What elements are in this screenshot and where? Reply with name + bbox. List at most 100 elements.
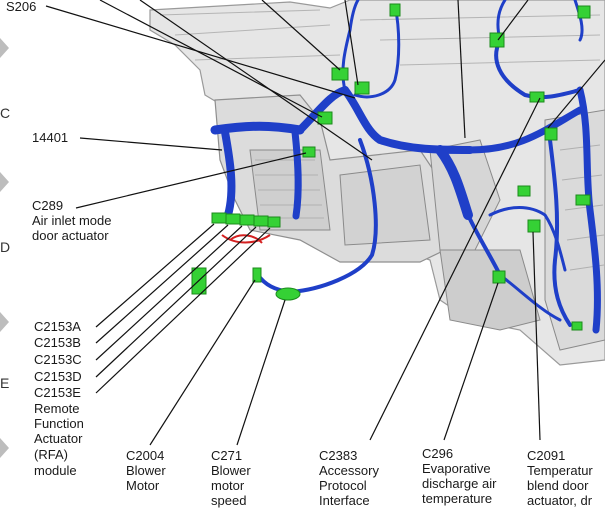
center-panel: [339, 164, 431, 246]
leader-top-2: [139, 0, 373, 161]
harness-blower-branch: [288, 138, 378, 294]
leader-c2153b: [95, 224, 229, 344]
connector-c2004: [252, 267, 262, 283]
leader-c2153a: [95, 223, 215, 328]
label-c2153a: C2153A: [34, 319, 81, 334]
blower-vents: [255, 159, 324, 219]
label-c271-line3: speed: [211, 493, 246, 508]
connector-top-mid: [389, 3, 401, 17]
label-c271-line1: Blower: [211, 463, 251, 478]
connector-upper-right: [544, 127, 558, 141]
edge-arrow-4: [0, 438, 9, 458]
label-rfa-line1: Remote: [34, 401, 80, 416]
left-edge-marks: C D E: [0, 38, 10, 458]
label-c2004-line1: Blower: [126, 463, 166, 478]
label-c2383-line2: Protocol: [319, 478, 367, 493]
leader-top-5: [457, 0, 466, 139]
harness-low-run: [498, 273, 562, 322]
label-c271-code: C271: [211, 448, 242, 463]
leader-lines: [45, 0, 605, 446]
label-c2004-code: C2004: [126, 448, 164, 463]
edge-arrow-1: [0, 38, 9, 58]
label-c289-line1: Air inlet mode: [32, 213, 111, 228]
label-rfa-line2: Function: [34, 416, 84, 431]
labels: S206 14401 C289 Air inlet mode door actu…: [6, 0, 593, 508]
connector-top-corner: [577, 5, 591, 19]
connectors: [191, 3, 591, 331]
leader-c2153d: [95, 226, 257, 378]
harness-corner-lead: [573, 0, 584, 42]
harness-center-drop: [435, 145, 473, 220]
harness-right-run: [466, 106, 584, 154]
edge-letter-c: C: [0, 105, 10, 121]
edge-letter-e: E: [0, 375, 9, 391]
edge-arrow-2: [0, 172, 9, 192]
label-c2091-code: C2091: [527, 448, 565, 463]
edge-letter-d: D: [0, 239, 10, 255]
label-c296-line2: discharge air: [422, 476, 497, 491]
connector-c2153c: [239, 214, 255, 226]
connector-c2153d: [253, 215, 269, 227]
label-c296-line1: Evaporative: [422, 461, 491, 476]
leader-top-7: [547, 59, 605, 129]
leader-top-3: [261, 0, 341, 71]
label-c2004-line2: Motor: [126, 478, 160, 493]
label-c2153e: C2153E: [34, 385, 81, 400]
connector-c289: [302, 146, 316, 158]
edge-arrow-3: [0, 312, 9, 332]
label-c296-code: C296: [422, 446, 453, 461]
label-c271-line2: motor: [211, 478, 245, 493]
dashboard-housing: [149, 0, 605, 366]
leader-c2091: [532, 231, 541, 441]
label-c2153c: C2153C: [34, 352, 82, 367]
label-c2091-line2: blend door: [527, 478, 589, 493]
harness-right-drop-main: [576, 86, 601, 334]
connector-upper-cluster-1: [331, 67, 349, 81]
leader-c2153c: [95, 225, 243, 361]
label-rfa-line5: module: [34, 463, 77, 478]
housing-ribs: [159, 9, 601, 66]
label-s206: S206: [6, 0, 36, 14]
leader-top-4: [344, 0, 359, 86]
connector-upper-cluster-2: [354, 81, 370, 95]
harness-right-branch: [548, 138, 572, 327]
label-c289-code: C289: [32, 198, 63, 213]
label-rfa-line3: Actuator: [34, 431, 83, 446]
connector-right-edge-1: [575, 194, 591, 206]
label-rfa-line4: (RFA): [34, 447, 68, 462]
label-c2383-code: C2383: [319, 448, 357, 463]
label-c2383-line3: Interface: [319, 493, 370, 508]
leader-c271: [236, 299, 286, 446]
connector-c2153e: [267, 216, 281, 228]
connector-top-right: [529, 91, 545, 103]
connector-c2153b: [225, 213, 241, 225]
leader-top-1: [99, 0, 323, 118]
connector-c2153a: [211, 212, 227, 224]
harness-evap-branch: [466, 213, 502, 277]
harness-left-drop: [221, 128, 236, 219]
label-c296-line3: temperature: [422, 491, 492, 506]
connector-c2091: [527, 219, 541, 233]
leader-c2153e: [95, 227, 271, 394]
connector-c271: [275, 287, 301, 301]
leader-top-6: [497, 0, 529, 41]
leader-s206: [45, 5, 356, 99]
label-c2153b: C2153B: [34, 335, 81, 350]
lower-stack: [439, 249, 541, 331]
connector-c296: [492, 270, 506, 284]
label-14401: 14401: [32, 130, 68, 145]
connector-right-edge-2: [571, 321, 583, 331]
harness-top-loop: [494, 38, 582, 100]
connector-mid-right: [517, 185, 531, 197]
leader-c2004: [149, 279, 256, 446]
leader-c289: [75, 152, 307, 209]
harness-upper-loop: [353, 3, 401, 99]
label-c2153d: C2153D: [34, 369, 82, 384]
harness-lower-loop: [488, 206, 567, 272]
leader-14401: [79, 137, 223, 151]
label-c2383-line1: Accessory: [319, 463, 379, 478]
label-c2091-line3: actuator, dr: [527, 493, 593, 508]
label-c2091-line1: Temperatur: [527, 463, 593, 478]
